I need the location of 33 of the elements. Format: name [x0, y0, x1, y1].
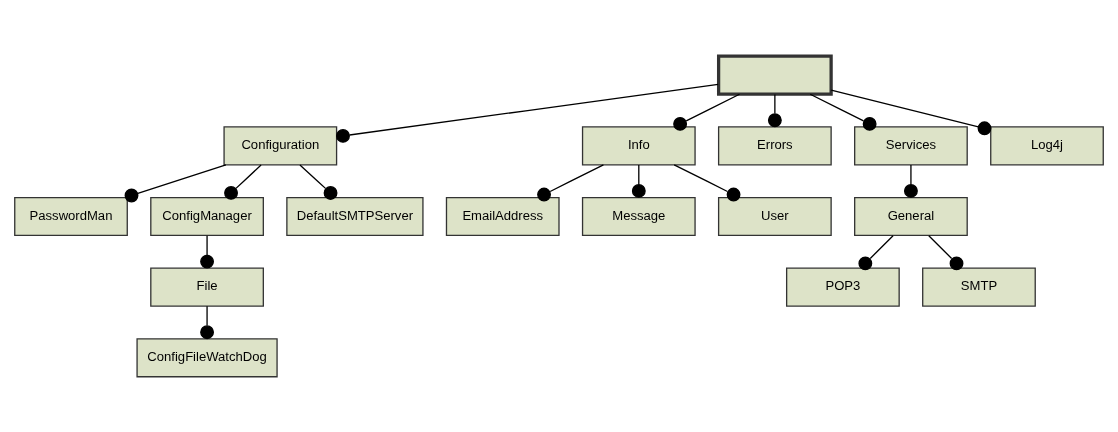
connector	[673, 163, 741, 201]
connector	[767, 93, 782, 127]
node-box: User	[717, 196, 832, 236]
connector	[200, 305, 214, 339]
connector	[830, 89, 992, 135]
node-box: General	[854, 196, 968, 236]
node-box: ConfigManager	[150, 196, 264, 236]
node-box: ConfigFileWatchDog	[136, 337, 278, 377]
connector	[928, 234, 964, 270]
connector	[631, 163, 646, 198]
connector	[904, 163, 918, 198]
node-box: SMTP	[922, 267, 1036, 307]
connector	[200, 234, 214, 268]
connector	[809, 93, 877, 131]
connector	[299, 163, 338, 200]
node-box: PasswordMan	[14, 196, 128, 236]
node-box: Services	[854, 125, 968, 165]
connector	[124, 163, 227, 202]
node-box: File	[150, 267, 264, 307]
connector	[858, 234, 894, 270]
node-box: Info	[581, 125, 696, 165]
node-box: DefaultSMTPServer	[286, 196, 424, 236]
node-box: Log4j	[990, 125, 1104, 165]
node-box: Message	[581, 196, 696, 236]
connector	[224, 163, 262, 200]
connector	[336, 83, 719, 143]
connector	[537, 163, 605, 201]
node-box: EmailAddress	[445, 196, 560, 236]
node-box	[716, 54, 833, 96]
connector	[673, 93, 741, 131]
node-box: POP3	[786, 267, 900, 307]
node-box: Configuration	[223, 125, 338, 165]
node-box: Errors	[717, 125, 832, 165]
